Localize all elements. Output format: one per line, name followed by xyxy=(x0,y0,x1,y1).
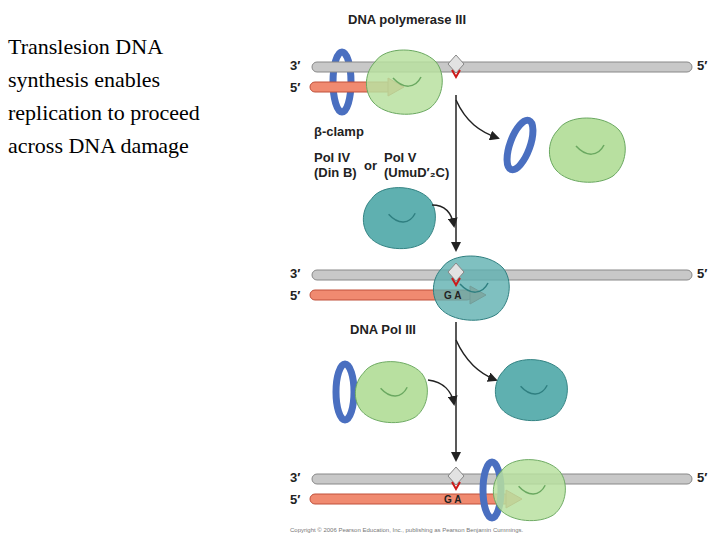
tls-polymerase-on-dna xyxy=(433,256,509,320)
beta-clamp-ring xyxy=(336,364,354,420)
strand-end: 5′ xyxy=(697,470,707,485)
release-arrow xyxy=(456,100,498,138)
strand-end: 3′ xyxy=(290,266,300,281)
clamp-label: β-clamp xyxy=(314,124,364,139)
gene-label: (Din B) xyxy=(314,165,357,180)
slide-title: Translesion DNA synthesis enables replic… xyxy=(8,30,213,162)
copyright-note: Copyright © 2006 Pearson Education, Inc.… xyxy=(290,527,523,533)
lesion-diamond xyxy=(448,467,464,485)
strand-end: 3′ xyxy=(290,58,300,73)
lesion-diamond xyxy=(448,55,464,73)
enzyme-label: Pol V xyxy=(384,150,417,165)
strand-end: 5′ xyxy=(290,80,300,95)
released-clamp xyxy=(502,117,539,173)
strand-end: 5′ xyxy=(697,58,707,73)
enzyme-label: DNA polymerase III xyxy=(348,12,466,27)
lesion-diamond xyxy=(448,263,464,281)
strand-end: 5′ xyxy=(697,266,707,281)
new-strand xyxy=(310,290,472,300)
conjunction-label: or xyxy=(364,158,377,173)
strand-end: 5′ xyxy=(290,288,300,303)
lesion-mark xyxy=(452,482,460,489)
released-tls-polymerase xyxy=(495,360,567,421)
base-label: G A xyxy=(444,290,461,301)
pol-iii-blob xyxy=(355,362,427,423)
step-arrow xyxy=(455,95,457,250)
pol-iii-blob xyxy=(493,460,565,521)
enzyme-label: DNA Pol III xyxy=(350,322,416,337)
enzyme-label: Pol IV xyxy=(314,150,350,165)
lesion-mark xyxy=(452,70,460,77)
base-label: G A xyxy=(444,494,461,505)
lesion-mark xyxy=(452,278,460,285)
pol-iii-blob xyxy=(366,50,442,114)
release-arrow xyxy=(456,340,496,380)
strand-end: 5′ xyxy=(290,492,300,507)
tls-polymerase-blob xyxy=(363,188,435,249)
gene-label: (UmuD′₂C) xyxy=(384,165,449,180)
released-pol-iii xyxy=(549,118,625,182)
recruit-arrow xyxy=(432,205,454,226)
strand-end: 3′ xyxy=(290,470,300,485)
recruit-arrow xyxy=(428,380,454,404)
